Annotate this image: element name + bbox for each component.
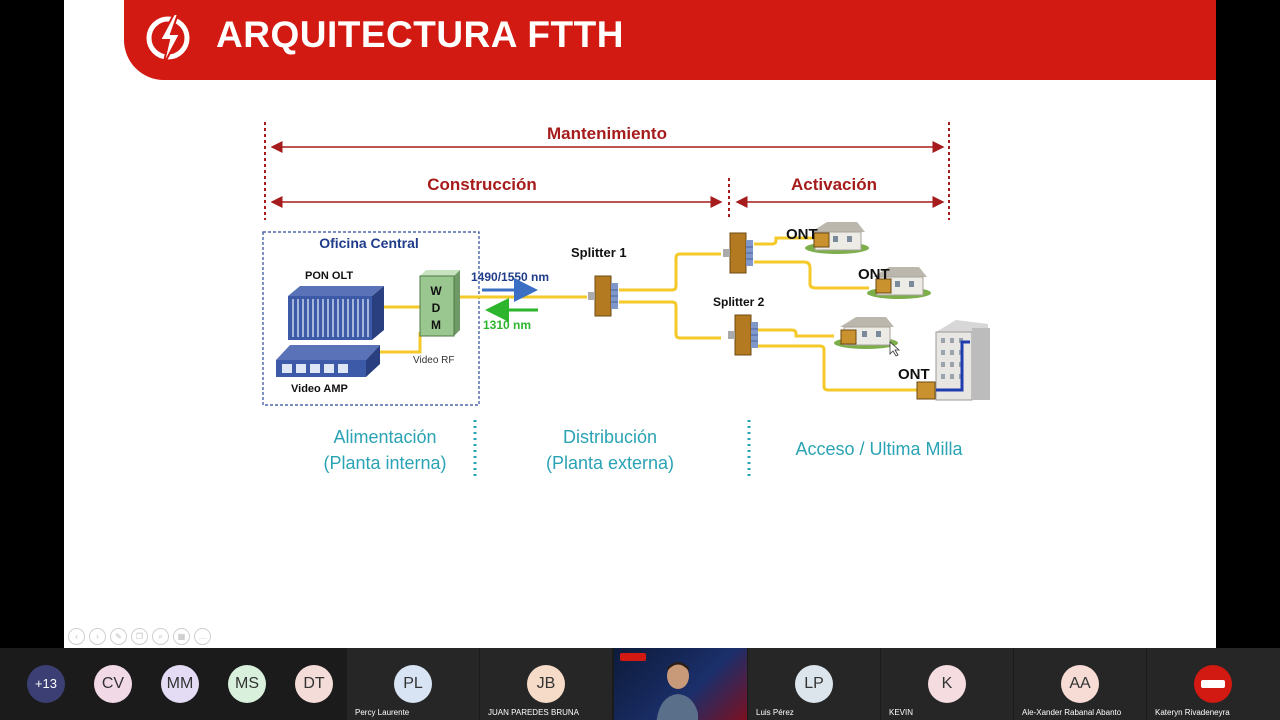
wdm-letter-w: W — [430, 284, 442, 298]
avatar: PL — [394, 665, 432, 703]
ont-label-2: ONT — [858, 266, 890, 283]
video-amp-equipment — [276, 345, 380, 377]
brand-logo-avatar — [1194, 665, 1232, 703]
alimentacion-label: Alimentación — [333, 427, 436, 447]
participant-name: JUAN PAREDES BRUNA — [488, 708, 579, 717]
pen-icon[interactable]: ✎ — [110, 628, 127, 645]
ont-device-4 — [916, 381, 936, 400]
ftth-architecture-diagram: Mantenimiento Construcción Activación Of… — [262, 122, 990, 478]
splitter-2 — [727, 314, 759, 356]
speaker-person — [656, 662, 698, 720]
wdm-letter-m: M — [431, 318, 441, 332]
mouse-cursor-icon — [889, 341, 901, 357]
participant-name: Ale-Xander Rabanal Abanto — [1022, 708, 1122, 717]
participant-avatar-cv[interactable]: CV — [94, 665, 132, 703]
participant-tile-aa[interactable]: AA Ale-Xander Rabanal Abanto — [1014, 648, 1146, 720]
ont-label-4: ONT — [898, 366, 930, 383]
building — [935, 320, 990, 401]
downstream-wavelength-label: 1490/1550 nm — [471, 270, 549, 284]
participant-name: Luis Pérez — [756, 708, 794, 717]
more-participants-button[interactable]: +13 — [27, 665, 65, 703]
ont-device-2 — [875, 278, 892, 294]
avatar: LP — [795, 665, 833, 703]
participant-tile-jb[interactable]: JB JUAN PAREDES BRUNA — [480, 648, 612, 720]
splitter-a — [722, 232, 754, 274]
central-office-label: Oficina Central — [319, 235, 419, 251]
construccion-label: Construcción — [427, 175, 537, 194]
copy-icon[interactable]: ❐ — [131, 628, 148, 645]
title-banner: ARQUITECTURA FTTH — [124, 0, 1216, 80]
activacion-label: Activación — [791, 175, 877, 194]
splitter-1 — [587, 275, 619, 317]
participant-tile-k[interactable]: K KEVIN — [881, 648, 1013, 720]
prev-slide-icon[interactable]: ‹ — [68, 628, 85, 645]
central-office-box — [262, 231, 480, 406]
distribucion-label: Distribución — [563, 427, 657, 447]
participant-name: Percy Laurente — [355, 708, 410, 717]
participant-tile-pl[interactable]: PL Percy Laurente — [347, 648, 479, 720]
slide-title: ARQUITECTURA FTTH — [216, 14, 624, 55]
active-speaker-video[interactable] — [614, 648, 747, 720]
participant-avatar-ms[interactable]: MS — [228, 665, 266, 703]
video-rf-label: Video RF — [413, 355, 455, 366]
next-slide-icon[interactable]: › — [89, 628, 106, 645]
avatar: K — [928, 665, 966, 703]
slide-toolbar: ‹ › ✎ ❐ ⌕ ▦ … — [68, 628, 211, 645]
planta-externa-label: (Planta externa) — [546, 453, 674, 473]
participant-tile-kr[interactable]: Kateryn Rivadeneyra — [1147, 648, 1280, 720]
avatar: AA — [1061, 665, 1099, 703]
wdm-multiplexer — [419, 270, 460, 337]
brand-badge — [620, 653, 646, 661]
ont-device-3 — [840, 329, 857, 345]
zoom-icon[interactable]: ⌕ — [152, 628, 169, 645]
pon-olt-label: PON OLT — [305, 270, 353, 282]
avatar: JB — [527, 665, 565, 703]
splitter-2-label: Splitter 2 — [713, 295, 765, 309]
splitter-1-label: Splitter 1 — [571, 245, 627, 260]
lightning-logo-icon — [146, 13, 190, 67]
planta-interna-label: (Planta interna) — [323, 453, 446, 473]
presentation-slide: ARQUITECTURA FTTH — [64, 0, 1216, 648]
participant-name: KEVIN — [889, 708, 914, 717]
participant-avatar-mm[interactable]: MM — [161, 665, 199, 703]
wdm-letter-d: D — [432, 301, 441, 315]
ont-label-1: ONT — [786, 226, 818, 243]
participant-avatar-dt[interactable]: DT — [295, 665, 333, 703]
fiber-lines — [380, 236, 917, 392]
participant-tile-lp[interactable]: LP Luis Pérez — [748, 648, 880, 720]
mantenimiento-label: Mantenimiento — [547, 124, 667, 143]
more-options-icon[interactable]: … — [194, 628, 211, 645]
pon-olt-equipment — [288, 286, 384, 340]
upstream-wavelength-label: 1310 nm — [483, 318, 531, 332]
participant-name: Kateryn Rivadeneyra — [1155, 708, 1230, 717]
ont-device-1 — [813, 232, 830, 248]
video-amp-label: Video AMP — [291, 383, 348, 395]
slides-grid-icon[interactable]: ▦ — [173, 628, 190, 645]
acceso-ultima-milla-label: Acceso / Ultima Milla — [795, 439, 963, 459]
